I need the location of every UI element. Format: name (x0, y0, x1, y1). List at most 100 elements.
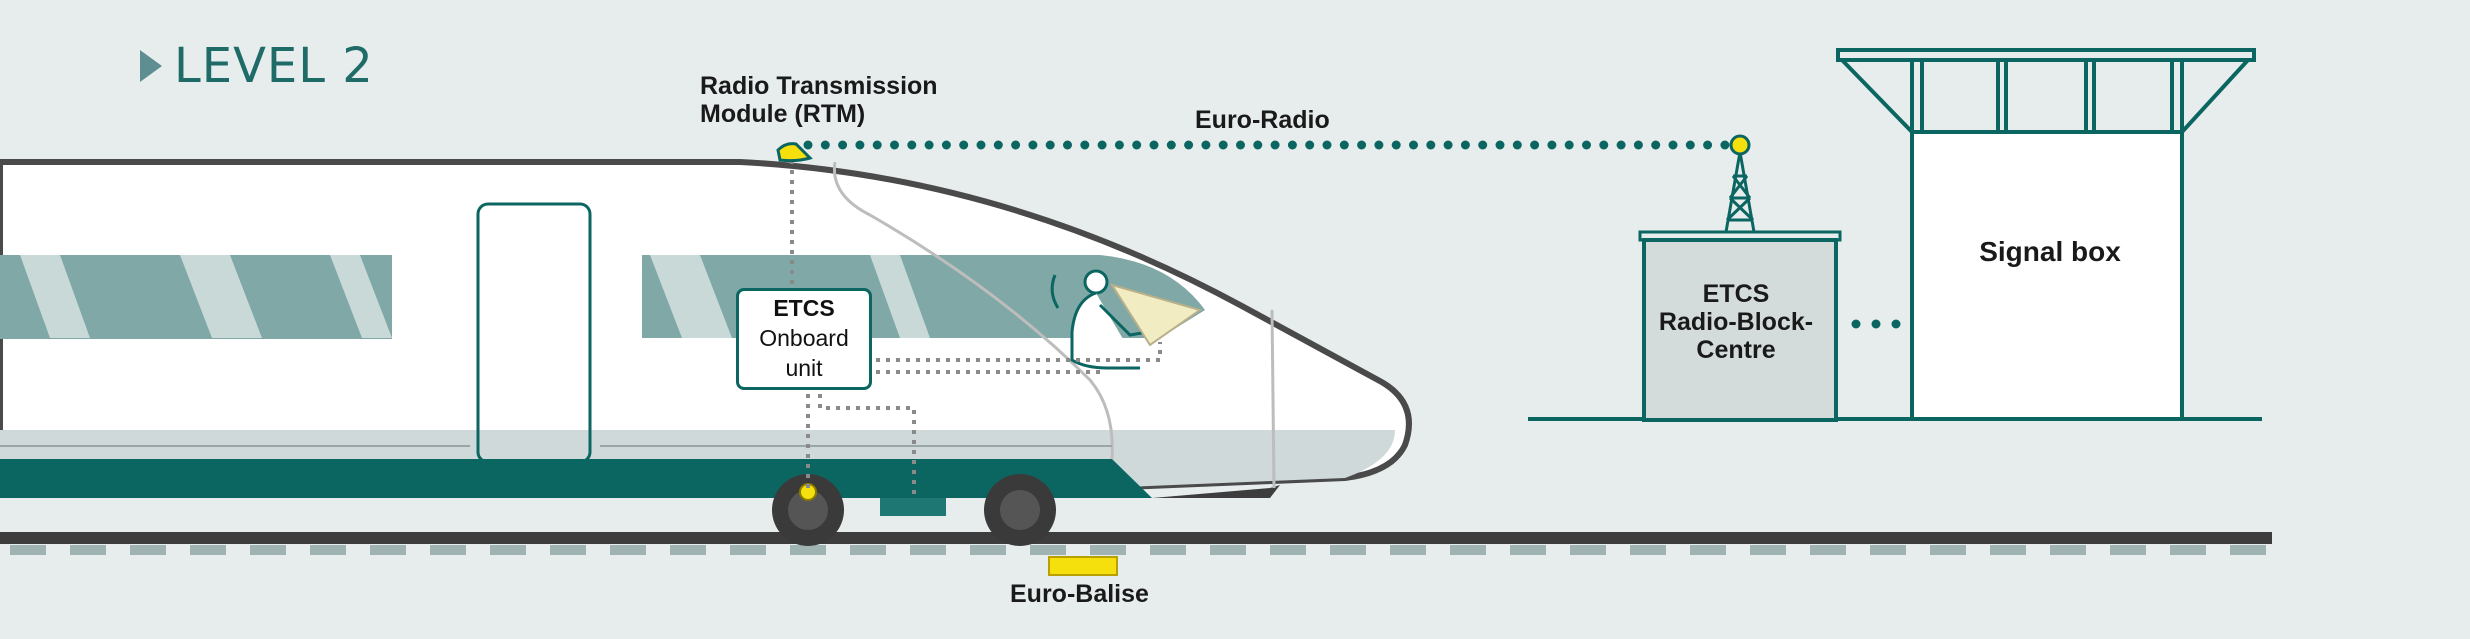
radio-dot (1426, 140, 1436, 150)
etcs-onboard-line3: unit (785, 355, 823, 381)
radio-dot (1720, 140, 1730, 150)
sleeper (1150, 545, 1186, 555)
radio-dot (1166, 140, 1176, 150)
signal-box-building (1836, 48, 2256, 421)
radio-dot (907, 140, 917, 150)
rtm-label-line1: Radio Transmission (700, 72, 938, 100)
rbc-signalbox-link (1851, 319, 1901, 329)
sleeper (1930, 545, 1966, 555)
sleeper (1750, 545, 1786, 555)
radio-dot (1287, 140, 1297, 150)
radio-dot (1097, 140, 1107, 150)
rtm-antenna-icon (776, 142, 813, 163)
radio-dot (1703, 140, 1713, 150)
sleepers (10, 545, 2266, 555)
radio-dot (1530, 140, 1540, 150)
sleeper (1630, 545, 1666, 555)
driver-icon (1050, 269, 1203, 370)
sleeper (70, 545, 106, 555)
radio-dot (1080, 140, 1090, 150)
sleeper (2110, 545, 2146, 555)
balise-icon (1048, 556, 1118, 576)
radio-dot (1270, 140, 1280, 150)
radio-dot (1668, 140, 1678, 150)
radio-dot (1616, 140, 1626, 150)
radio-dot (993, 140, 1003, 150)
radio-dot (1357, 140, 1367, 150)
train (0, 159, 1412, 498)
sleeper (250, 545, 286, 555)
etcs-onboard-line2: Onboard (759, 325, 849, 351)
radio-dot (820, 140, 830, 150)
antenna-tower-icon (1724, 134, 1756, 233)
radio-dot (890, 140, 899, 150)
etcs-onboard-unit: ETCS Onboard unit (736, 288, 872, 390)
radio-dot (1253, 140, 1263, 150)
sleeper (190, 545, 226, 555)
sleeper (610, 545, 646, 555)
sleeper (130, 545, 166, 555)
balise-antenna (880, 498, 946, 516)
radio-dot (976, 140, 986, 150)
radio-dot (1322, 140, 1332, 150)
internal-connections (790, 150, 1162, 498)
level-arrow-icon (140, 50, 162, 82)
radio-dot (941, 140, 951, 150)
sleeper (1390, 545, 1426, 555)
wheels (772, 474, 1056, 546)
sleeper (10, 545, 46, 555)
euro-radio-label: Euro-Radio (1195, 106, 1330, 134)
sleeper (790, 545, 826, 555)
radio-dot (1339, 140, 1349, 150)
sleeper (1510, 545, 1546, 555)
rbc-label-line2: Radio-Block- (1658, 308, 1814, 336)
radio-dot (1495, 140, 1505, 150)
radio-dot (1564, 140, 1574, 150)
radio-dot (1633, 140, 1643, 150)
euro-balise-label: Euro-Balise (1010, 580, 1149, 608)
sleeper (370, 545, 406, 555)
train-base-stripe (0, 459, 1152, 498)
sleeper (1690, 545, 1726, 555)
rtm-label: Radio Transmission Module (RTM) (700, 72, 938, 128)
radio-dot (1063, 140, 1072, 150)
radio-dot (1114, 140, 1124, 150)
rbc-label-line1: ETCS (1702, 280, 1770, 308)
radio-dot (1236, 140, 1245, 150)
train-door (476, 202, 592, 464)
rtm-label-line2: Module (RTM) (700, 100, 866, 128)
sleeper (1210, 545, 1246, 555)
radio-dot (1218, 140, 1228, 150)
sleeper (1270, 545, 1306, 555)
radio-dot (1149, 140, 1159, 150)
radio-dot (1184, 140, 1194, 150)
radio-dot (1460, 140, 1470, 150)
radio-dot (959, 140, 969, 150)
track (0, 532, 2272, 555)
radio-dot (1582, 140, 1591, 150)
radio-dot (1409, 140, 1418, 150)
radio-dot (1651, 140, 1661, 150)
sleeper (430, 545, 466, 555)
radio-dot (1201, 140, 1211, 150)
sleeper (1450, 545, 1486, 555)
radio-dot (924, 140, 934, 150)
euro-radio-link (803, 140, 1730, 150)
radio-dot (855, 140, 865, 150)
radio-dot (1512, 140, 1522, 150)
sleeper (850, 545, 886, 555)
radio-dot (1305, 140, 1315, 150)
radio-dot (1443, 140, 1453, 150)
rbc-label: ETCS Radio-Block- Centre (1644, 280, 1828, 364)
sleeper (2050, 545, 2086, 555)
sleeper (1870, 545, 1906, 555)
radio-dot (1478, 140, 1488, 150)
radio-dot (838, 140, 848, 150)
radio-dot (1045, 140, 1055, 150)
radio-dot (1599, 140, 1609, 150)
sleeper (2170, 545, 2206, 555)
sleeper (1090, 545, 1126, 555)
rbc-building (1638, 230, 1842, 422)
